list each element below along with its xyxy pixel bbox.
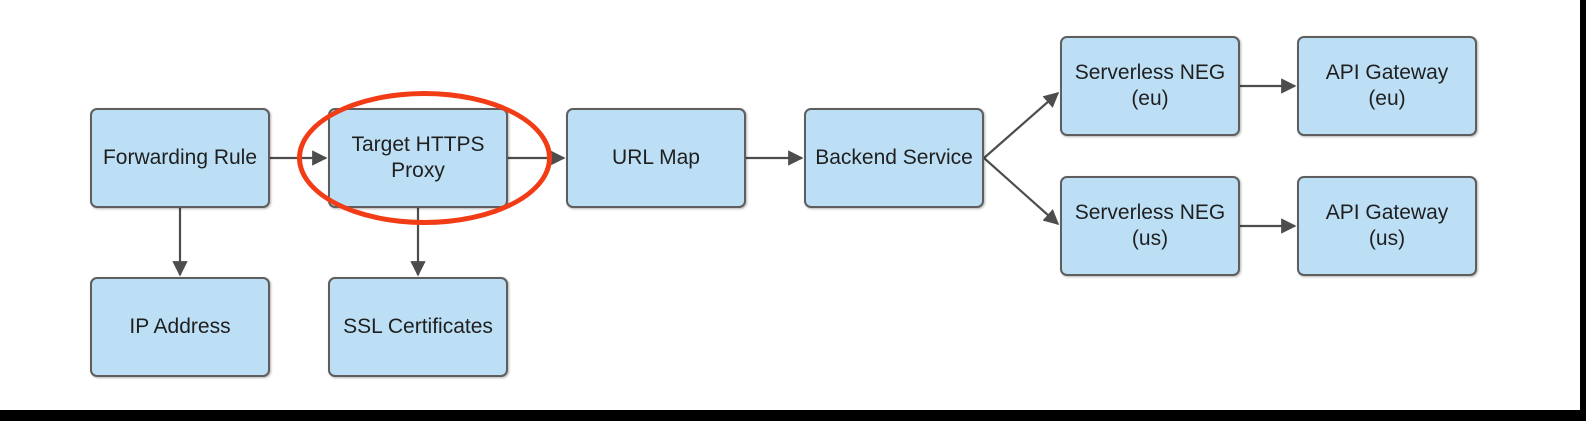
edge-backend-service-to-serverless-neg-eu bbox=[983, 91, 1060, 159]
window-bottom-edge bbox=[0, 410, 1586, 421]
node-serverless-neg-eu-label: Serverless NEG (eu) bbox=[1074, 60, 1226, 110]
node-url-map-label: URL Map bbox=[612, 145, 700, 169]
node-ip-address-label: IP Address bbox=[129, 314, 231, 338]
node-backend-service[interactable]: Backend Service bbox=[804, 108, 984, 208]
window-right-edge bbox=[1580, 0, 1586, 421]
node-ssl-certificates[interactable]: SSL Certificates bbox=[328, 277, 508, 377]
node-forwarding-rule-label: Forwarding Rule bbox=[102, 145, 258, 169]
node-api-gateway-eu[interactable]: API Gateway (eu) bbox=[1297, 36, 1477, 136]
node-serverless-neg-us[interactable]: Serverless NEG (us) bbox=[1060, 176, 1240, 276]
node-api-gateway-us-label: API Gateway (us) bbox=[1325, 200, 1449, 250]
node-serverless-neg-eu[interactable]: Serverless NEG (eu) bbox=[1060, 36, 1240, 136]
node-ip-address[interactable]: IP Address bbox=[90, 277, 270, 377]
node-target-https-proxy[interactable]: Target HTTPS Proxy bbox=[328, 108, 508, 208]
edge-backend-service-to-serverless-neg-us bbox=[983, 157, 1060, 226]
node-target-https-proxy-label: Target HTTPS Proxy bbox=[351, 132, 485, 182]
node-ssl-certificates-label: SSL Certificates bbox=[343, 314, 493, 338]
node-forwarding-rule[interactable]: Forwarding Rule bbox=[90, 108, 270, 208]
node-url-map[interactable]: URL Map bbox=[566, 108, 746, 208]
node-api-gateway-us[interactable]: API Gateway (us) bbox=[1297, 176, 1477, 276]
node-serverless-neg-us-label: Serverless NEG (us) bbox=[1074, 200, 1226, 250]
node-backend-service-label: Backend Service bbox=[815, 145, 973, 169]
node-api-gateway-eu-label: API Gateway (eu) bbox=[1325, 60, 1449, 110]
